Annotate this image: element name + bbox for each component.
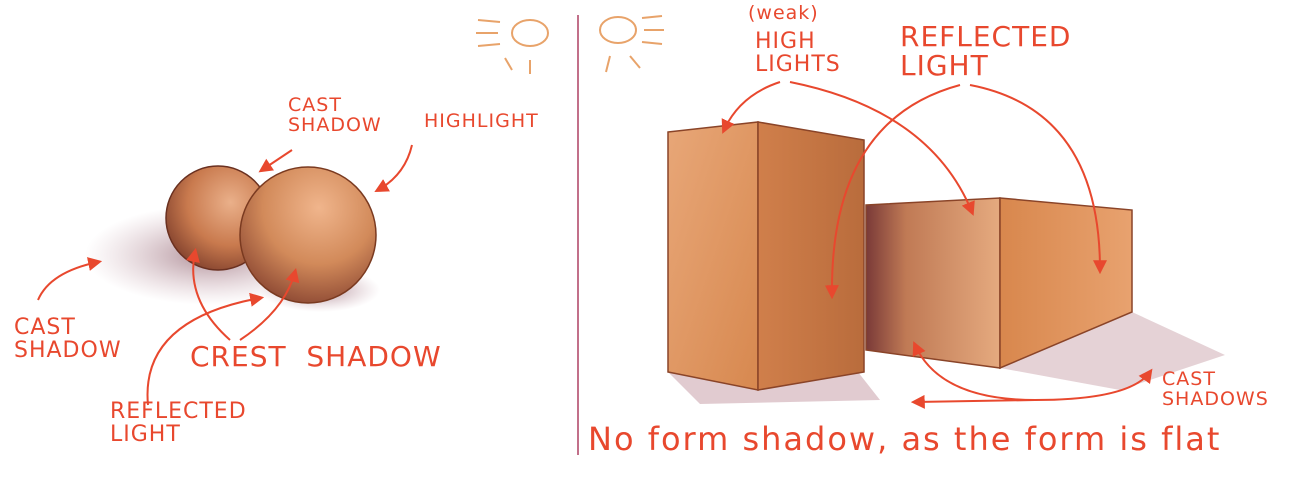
tall-box-side: [757, 121, 865, 391]
arrow-highlight-tall-box: [721, 81, 781, 134]
label-cast-shadow-top: CAST SHADOW: [288, 94, 382, 136]
label-reflected-light-left: REFLECTED LIGHT: [110, 399, 247, 448]
label-reflected-light-right: REFLECTED LIGHT: [900, 20, 1072, 83]
label-cast-shadows: CAST SHADOWS: [1162, 368, 1269, 410]
sun-icon: [599, 15, 664, 73]
label-weak: (weak): [748, 2, 819, 24]
tall-box-front: [667, 121, 759, 391]
arrow-cast-shadow-top: [258, 149, 293, 173]
arrow-highlight-small-box: [789, 81, 975, 216]
arrow-crest-2: [239, 267, 300, 341]
arrow-reflected-tall-box: [824, 84, 961, 300]
arrow-cast-shadow-left: [37, 257, 103, 301]
label-highlight: HIGHLIGHT: [424, 110, 539, 132]
arrow-cast-shadows-left: [910, 394, 1036, 409]
label-highlights: HIGH LIGHTS: [755, 29, 841, 78]
arrow-crest-1: [186, 247, 231, 341]
arrow-reflected-small-box: [969, 84, 1107, 275]
sun-icon: [476, 19, 549, 74]
front-sphere: [239, 166, 377, 304]
label-crest-shadow: CREST SHADOW: [190, 340, 442, 373]
label-cast-shadow-left: CAST SHADOW: [14, 315, 122, 364]
arrow-reflected-light: [146, 292, 265, 406]
arrow-highlight: [374, 144, 413, 193]
small-box-front: [865, 197, 1001, 369]
caption-flat-form: No form shadow, as the form is flat: [588, 420, 1222, 458]
